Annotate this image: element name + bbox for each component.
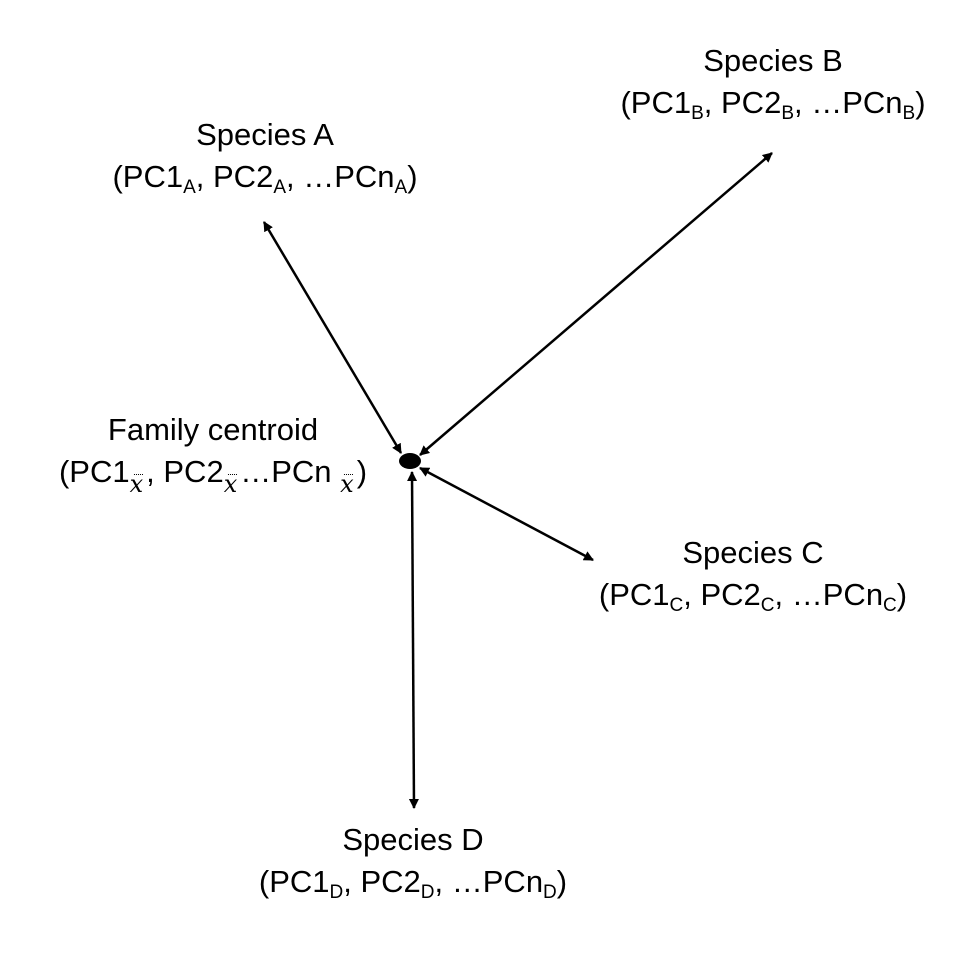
mean-symbol: x bbox=[129, 470, 144, 498]
mean-symbol: x bbox=[340, 470, 354, 498]
species-b-coordinates: (PC1B, PC2B, …PCnB) bbox=[620, 85, 926, 124]
species-b-label: Species B (PC1B, PC2B, …PCnB) bbox=[620, 40, 925, 124]
arrow-centroid-to-species-a bbox=[262, 221, 403, 454]
arrow-centroid-to-species-d bbox=[407, 471, 419, 809]
species-d-coordinates: (PC1D, PC2D, …PCnD) bbox=[258, 864, 568, 903]
species-b-name: Species B bbox=[703, 43, 843, 78]
species-d-name: Species D bbox=[342, 822, 484, 857]
species-c-label: Species C (PC1C, PC2C, …PCnC) bbox=[599, 532, 907, 616]
species-a-label: Species A (PC1A, PC2A, …PCnA) bbox=[112, 114, 417, 198]
species-a-coordinates: (PC1A, PC2A, …PCnA) bbox=[112, 159, 418, 198]
species-d-label: Species D (PC1D, PC2D, …PCnD) bbox=[259, 819, 567, 903]
family-centroid-title: Family centroid bbox=[107, 412, 319, 447]
species-a-name: Species A bbox=[196, 117, 334, 152]
family-centroid-coordinates: (PC1x, PC2x…PCn x) bbox=[58, 454, 368, 498]
species-c-name: Species C bbox=[682, 535, 824, 570]
centroid-point bbox=[399, 453, 421, 469]
family-centroid-label: Family centroid (PC1x, PC2x…PCn x) bbox=[58, 409, 368, 498]
arrow-centroid-to-species-b bbox=[419, 152, 773, 456]
species-c-coordinates: (PC1C, PC2C, …PCnC) bbox=[598, 577, 908, 616]
arrow-centroid-to-species-c bbox=[419, 466, 594, 562]
mean-symbol: x bbox=[223, 470, 238, 498]
